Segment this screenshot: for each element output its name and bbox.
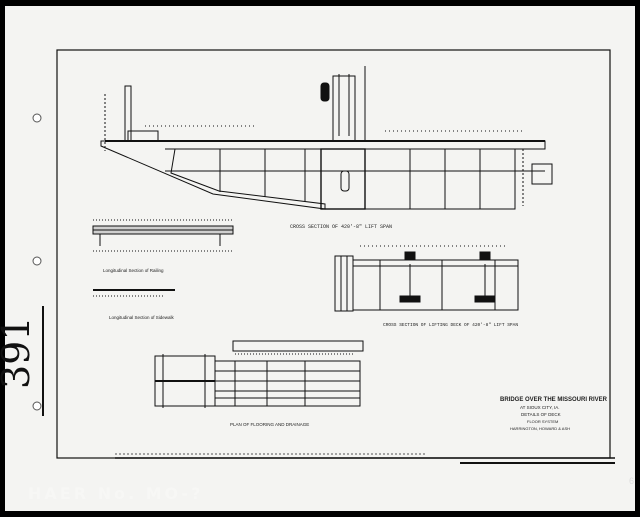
- railing-detail: [92, 219, 234, 252]
- drawing-sheet: CROSS SECTION OF 420'-8" LIFT SPAN Longi…: [0, 6, 635, 511]
- binder-hole: [32, 113, 42, 123]
- flooring-plan: [154, 340, 364, 408]
- flooring-plan-title: PLAN OF FLOORING AND DRAINAGE: [230, 422, 309, 427]
- watermark: HAER No. MO-?: [28, 484, 204, 503]
- lifting-deck-section: [334, 245, 519, 312]
- binder-hole: [32, 401, 42, 411]
- sidewalk-section-title: Longitudinal Section of Sidewalk: [109, 315, 175, 320]
- title-block: BRIDGE OVER THE MISSOURI RIVER AT SIOUX …: [500, 397, 608, 431]
- title-line-5: HARRINGTON, HOWARD & ASH: [510, 426, 570, 431]
- cross-section-title: CROSS SECTION OF 420'-8" LIFT SPAN: [290, 224, 392, 230]
- lift-span-cross-section: [100, 66, 553, 210]
- title-line-4: FLOOR SYSTEM: [527, 419, 558, 424]
- sidewalk-detail: [93, 289, 175, 297]
- railing-section-title: Longitudinal Section of Railing: [103, 268, 164, 273]
- title-line-1: BRIDGE OVER THE MISSOURI RIVER: [500, 397, 608, 403]
- engineering-drawing: CROSS SECTION OF 420'-8" LIFT SPAN Longi…: [32, 49, 615, 464]
- binder-hole: [32, 256, 42, 266]
- sheet-number: 6: [629, 476, 635, 486]
- handwritten-number: 391: [0, 316, 38, 389]
- title-line-2: AT SIOUX CITY, IA.: [520, 405, 560, 410]
- lifting-deck-title: CROSS SECTION OF LIFTING DECK OF 420'-8"…: [383, 322, 518, 328]
- title-line-3: DETAILS OF DECK: [521, 412, 561, 417]
